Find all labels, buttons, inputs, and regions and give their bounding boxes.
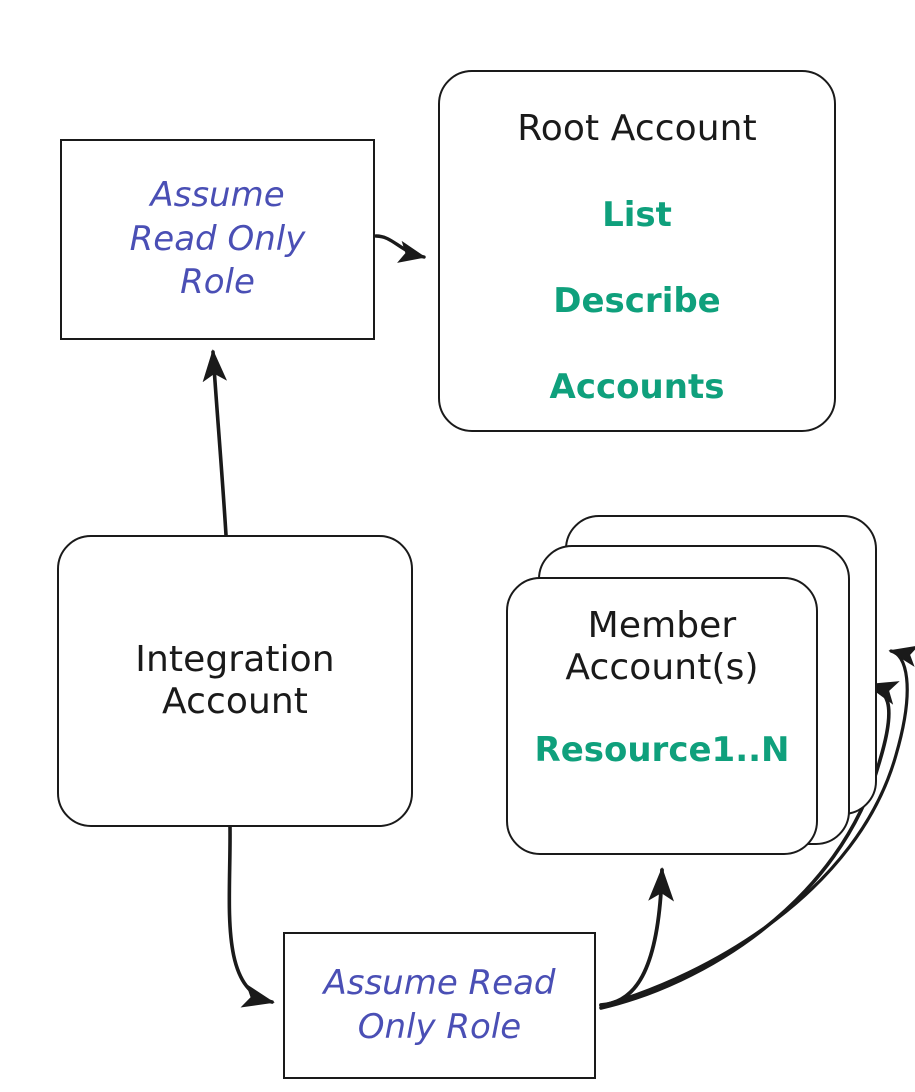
node-member-accounts[interactable]: Member Account(s) Resource1..N (506, 577, 818, 855)
assume-top-line3: Role (180, 262, 255, 303)
node-integration-account[interactable]: Integration Account (57, 535, 413, 827)
edge-integration-to-assume-bottom (227, 825, 275, 1008)
node-assume-read-only-role-bottom[interactable]: Assume Read Only Role (283, 932, 596, 1079)
assume-bottom-line1: Assume Read (323, 962, 556, 1003)
assume-top-line2: Read Only (129, 218, 306, 259)
edge-assume-top-to-root (374, 234, 426, 263)
node-root-account[interactable]: Root Account List Describe Accounts (438, 70, 836, 432)
root-account-action-describe: Describe (553, 280, 721, 321)
integration-account-line1: Integration (135, 639, 335, 681)
integration-account-line2: Account (161, 681, 309, 722)
assume-top-line1: Assume (150, 175, 285, 216)
root-account-action-list: List (602, 194, 672, 235)
assume-bottom-line2: Only Role (357, 1006, 522, 1047)
member-account-resources: Resource1..N (534, 729, 790, 770)
node-assume-read-only-role-top[interactable]: Assume Read Only Role (60, 139, 375, 340)
root-account-title: Root Account (517, 108, 757, 149)
root-account-action-accounts: Accounts (549, 367, 725, 408)
member-account-line1: Member (587, 605, 737, 646)
member-account-line2: Account(s) (565, 646, 759, 688)
edge-assume-bottom-to-member-front (599, 866, 675, 1007)
edge-integration-to-assume-top (202, 349, 228, 537)
